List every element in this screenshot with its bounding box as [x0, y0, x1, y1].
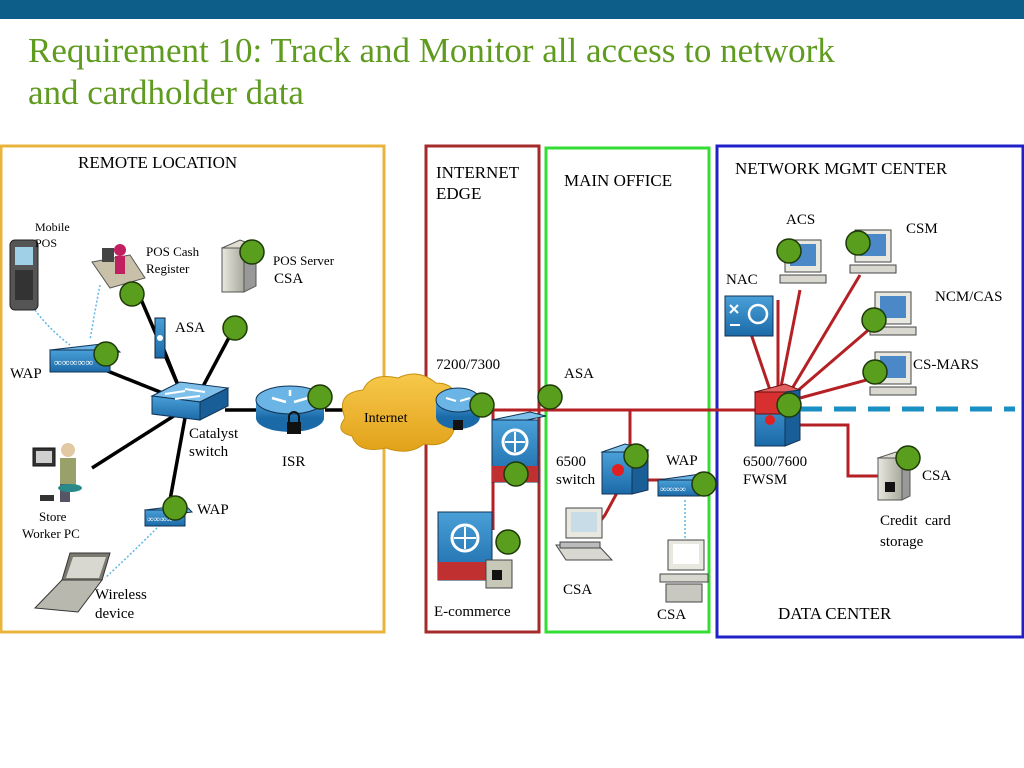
label-credit-2: storage [880, 534, 924, 550]
nac-appliance-icon [724, 295, 774, 337]
label-fwsm-2: FWSM [743, 472, 787, 488]
label-pos-cash-2: Register [146, 261, 190, 276]
title-line-2: and cardholder data [28, 73, 304, 112]
monitor-point-icon [307, 384, 333, 410]
asa-firewall-icon [154, 317, 166, 359]
label-pos-server-csa: CSA [274, 271, 303, 287]
title-line-1: Requirement 10: Track and Monitor all ac… [28, 31, 835, 70]
monitor-point-icon [222, 315, 248, 341]
label-acs: ACS [786, 212, 815, 228]
monitor-point-icon [776, 392, 802, 418]
label-credit-1: Credit card [880, 513, 951, 529]
label-fwsm-1: 6500/7600 [743, 454, 807, 470]
monitor-point-icon [469, 392, 495, 418]
label-internet: Internet [364, 411, 408, 426]
label-ncm: NCM/CAS [935, 289, 1003, 305]
label-wap-main: WAP [666, 453, 698, 469]
zone-label-internet-edge-1: INTERNET [436, 163, 520, 182]
label-csa-dc: CSA [922, 468, 951, 484]
monitor-point-icon [119, 281, 145, 307]
label-6500-1: 6500 [556, 454, 586, 470]
label-isr: ISR [282, 454, 305, 470]
pos-cash-register-icon [91, 244, 146, 289]
zone-label-remote: REMOTE LOCATION [78, 153, 237, 172]
laptop-icon [33, 552, 111, 613]
wireless-links [34, 284, 686, 579]
top-accent-bar [0, 0, 1024, 19]
label-asa-remote: ASA [175, 320, 205, 336]
zone-label-internet-edge-2: EDGE [436, 184, 481, 203]
monitor-point-icon [862, 359, 888, 385]
ecommerce-server-icon [437, 511, 513, 589]
monitor-point-icon [495, 529, 521, 555]
label-6500-2: switch [556, 472, 596, 488]
workstation-icon [659, 539, 709, 603]
monitor-point-icon [776, 238, 802, 264]
monitor-point-icon [162, 495, 188, 521]
label-nac: NAC [726, 272, 758, 288]
monitor-point-icon [861, 307, 887, 333]
svg-text:∞∞∞∞: ∞∞∞∞ [147, 514, 173, 524]
monitor-point-icon [537, 384, 563, 410]
label-asa-main: ASA [564, 366, 594, 382]
label-wap-left: WAP [10, 366, 42, 382]
label-mobile-pos-2: POS [35, 236, 57, 250]
label-ecommerce: E-commerce [434, 604, 511, 620]
diagram-labels: REMOTE LOCATION INTERNET EDGE MAIN OFFIC… [10, 153, 1003, 623]
worker-pc-icon [32, 443, 82, 502]
label-csa-main-2: CSA [657, 607, 686, 623]
label-catalyst-2: switch [189, 444, 229, 460]
label-pos-cash-1: POS Cash [146, 244, 200, 259]
label-wireless-2: device [95, 606, 134, 622]
monitor-point-icon [239, 239, 265, 265]
monitor-point-icon [503, 461, 529, 487]
label-store-pc-1: Store [39, 509, 67, 524]
slide-title: Requirement 10: Track and Monitor all ac… [28, 30, 988, 114]
monitor-point-icon [691, 471, 717, 497]
label-store-pc-2: Worker PC [22, 526, 80, 541]
data-center-zone [715, 144, 1024, 639]
monitor-point-icon [623, 443, 649, 469]
svg-text:∞∞∞∞: ∞∞∞∞ [660, 484, 686, 494]
mobile-pos-icon [9, 239, 39, 311]
zone-label-data-center: DATA CENTER [778, 604, 892, 623]
label-wireless-1: Wireless [95, 587, 147, 603]
zone-label-nmc: NETWORK MGMT CENTER [735, 159, 948, 178]
monitor-point-icon [93, 341, 119, 367]
catalyst-switch-icon [150, 381, 230, 421]
monitor-point-icon [845, 230, 871, 256]
label-router-7200: 7200/7300 [436, 357, 500, 373]
svg-text:∞∞∞∞∞: ∞∞∞∞∞ [54, 357, 93, 369]
label-mobile-pos-1: Mobile [35, 220, 70, 234]
zone-label-main-office: MAIN OFFICE [564, 171, 672, 190]
router-icon [435, 387, 481, 430]
label-csmars: CS-MARS [913, 357, 979, 373]
monitoring-points [93, 230, 921, 555]
label-csa-main-1: CSA [563, 582, 592, 598]
monitor-point-icon [895, 445, 921, 471]
isr-router-icon [255, 385, 325, 434]
label-wap-bottom: WAP [197, 502, 229, 518]
workstation-icon [555, 507, 614, 561]
label-pos-server: POS Server [273, 253, 335, 268]
label-csm: CSM [906, 221, 938, 237]
label-catalyst-1: Catalyst [189, 426, 239, 442]
